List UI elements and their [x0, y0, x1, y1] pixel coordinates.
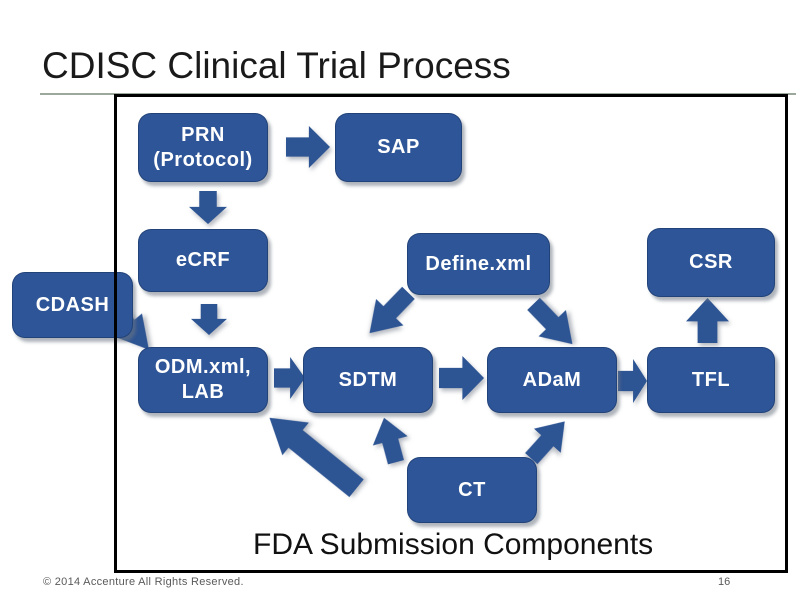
- block-arrow-shape: [618, 359, 647, 403]
- block-arrow-shape: [367, 413, 414, 467]
- box-sap: SAP: [335, 113, 462, 182]
- block-arrow-shape: [256, 401, 369, 504]
- box-cdash: CDASH: [12, 272, 133, 338]
- box-sap-label: SAP: [377, 136, 420, 158]
- box-csr: CSR: [647, 228, 775, 297]
- box-ct-label: CT: [458, 478, 486, 501]
- block-arrow-shape: [286, 126, 330, 168]
- box-sdtm-label: SDTM: [338, 368, 398, 391]
- box-prn-protocol: PRN (Protocol): [138, 113, 268, 182]
- box-sdtm: SDTM: [303, 347, 433, 413]
- block-arrow-shape: [439, 356, 484, 400]
- box-cdash-label: CDASH: [35, 293, 110, 316]
- box-tfl-label: TFL: [691, 368, 731, 391]
- arrow-sdtm-to-adam: [439, 356, 484, 400]
- box-adam-label: ADaM: [522, 368, 582, 391]
- block-arrow-shape: [191, 304, 227, 335]
- box-define-xml: Define.xml: [407, 233, 550, 295]
- copyright-text: © 2014 Accenture All Rights Reserved.: [43, 576, 244, 588]
- box-ecrf-label: eCRF: [175, 249, 231, 271]
- box-ecrf: eCRF: [138, 229, 268, 292]
- box-odm-xml-lab-label: ODM.xml, LAB: [154, 356, 252, 403]
- title-underline: [40, 93, 796, 95]
- box-define-xml-label: Define.xml: [425, 252, 532, 275]
- box-odm-xml-lab: ODM.xml, LAB: [138, 347, 268, 413]
- arrow-odm-to-sdtm: [274, 357, 305, 399]
- block-arrow-shape: [686, 298, 729, 343]
- arrow-adam-to-tfl: [618, 359, 647, 403]
- page-number: 16: [718, 576, 731, 588]
- arrow-prn-to-sap: [286, 126, 330, 168]
- arrow-ecrf-to-odm: [191, 304, 227, 335]
- arrow-tfl-to-csr: [686, 298, 729, 343]
- block-arrow-shape: [274, 357, 305, 399]
- box-ct: CT: [407, 457, 537, 523]
- block-arrow-shape: [189, 191, 227, 224]
- arrow-prn-to-ecrf: [189, 191, 227, 224]
- fda-submission-caption: FDA Submission Components: [253, 528, 654, 561]
- arrow-ct-to-odm: [256, 401, 369, 504]
- arrow-ct-to-sdtm: [367, 413, 414, 467]
- slide-title: CDISC Clinical Trial Process: [42, 45, 511, 86]
- box-adam: ADaM: [487, 347, 617, 413]
- box-prn-protocol-label: PRN (Protocol): [153, 123, 253, 171]
- box-csr-label: CSR: [689, 251, 733, 273]
- box-tfl: TFL: [647, 347, 775, 413]
